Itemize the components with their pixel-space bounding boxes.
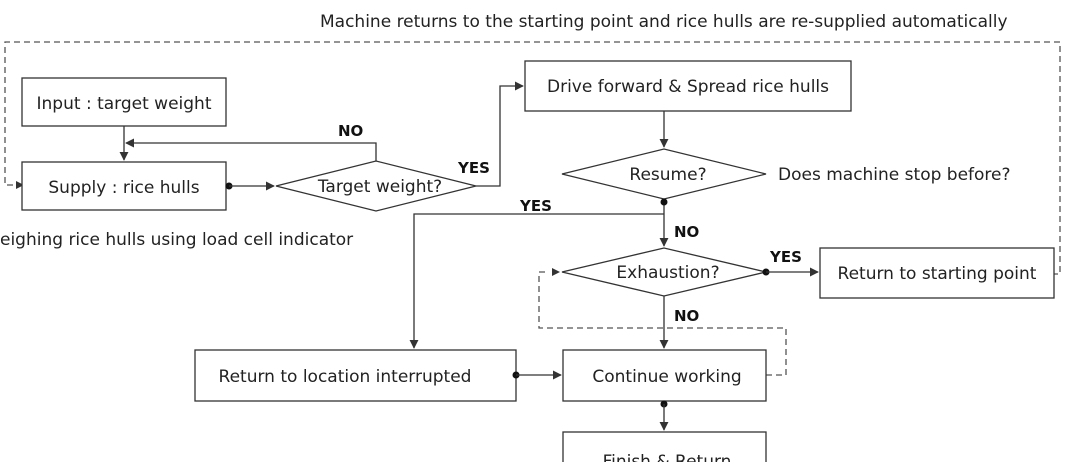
supply-rice-hulls-box bbox=[21, 161, 227, 211]
stop-note: Does machine stop before? bbox=[778, 165, 1011, 185]
return-location-label: Return to location interrupted bbox=[219, 367, 472, 387]
weigh-note: eighing rice hulls using load cell indic… bbox=[0, 230, 353, 250]
label-no-exhaustion: NO bbox=[674, 307, 699, 325]
continue-working-box bbox=[562, 349, 767, 402]
auto-return-loop bbox=[4, 41, 1061, 275]
continue-working-label: Continue working bbox=[592, 367, 741, 387]
input-target-weight-label: Input : target weight bbox=[37, 94, 212, 114]
finish-return-label: Finish & Return bbox=[603, 452, 732, 462]
drive-forward-label: Drive forward & Spread rice hulls bbox=[547, 77, 829, 97]
connector-target-yes bbox=[476, 81, 524, 187]
exhaustion-label: Exhaustion? bbox=[616, 263, 719, 283]
continue-recheck-loop bbox=[538, 271, 787, 376]
connector-dot bbox=[660, 198, 668, 206]
connector-target-no bbox=[125, 138, 377, 162]
resume-label: Resume? bbox=[629, 165, 706, 185]
auto-return-arrowhead bbox=[16, 181, 24, 189]
supply-rice-hulls-label: Supply : rice hulls bbox=[48, 178, 199, 198]
finish-return-box bbox=[562, 431, 767, 462]
return-location-box bbox=[194, 349, 517, 402]
label-no-resume: NO bbox=[674, 223, 699, 241]
resume-decision bbox=[561, 148, 767, 200]
recheck-arrowhead bbox=[552, 268, 560, 276]
connector-resume-yes bbox=[409, 213, 664, 349]
drive-forward-box bbox=[524, 60, 852, 112]
return-starting-point-box bbox=[819, 247, 1055, 299]
target-weight-label: Target weight? bbox=[317, 177, 442, 197]
label-yes-target: YES bbox=[457, 159, 490, 177]
label-yes-exhaustion: YES bbox=[769, 248, 802, 266]
label-yes-resume: YES bbox=[519, 197, 552, 215]
top-note: Machine returns to the starting point an… bbox=[320, 12, 1008, 32]
return-starting-point-label: Return to starting point bbox=[838, 264, 1037, 284]
label-no-target: NO bbox=[338, 122, 363, 140]
